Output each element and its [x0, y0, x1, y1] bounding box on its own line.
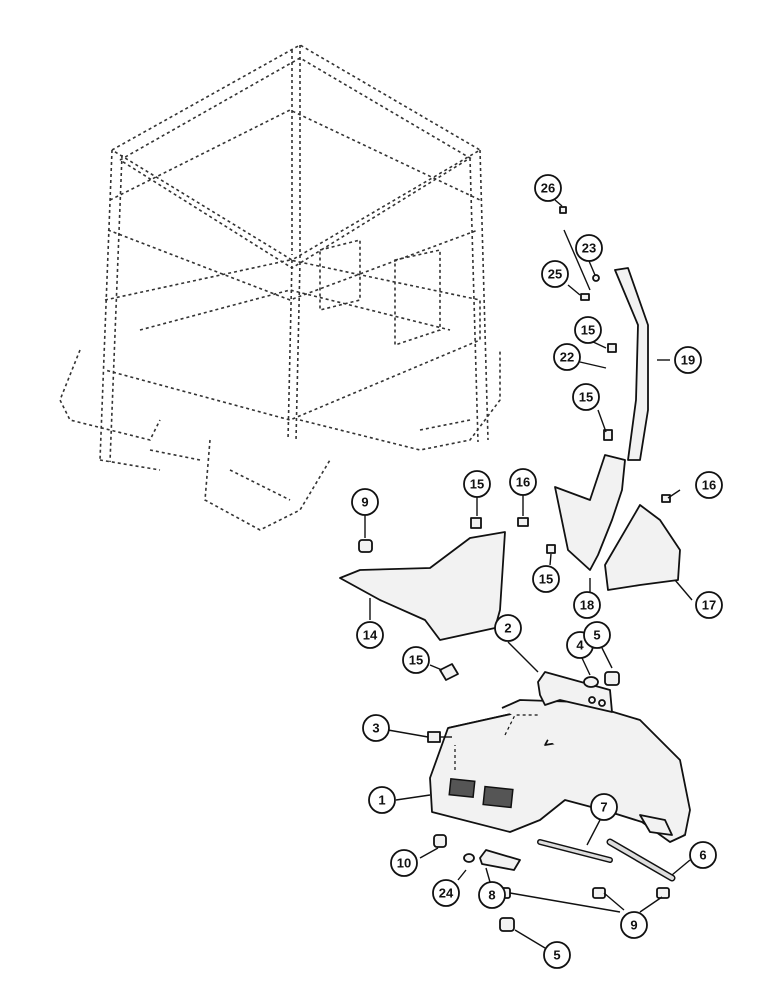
svg-text:23: 23: [582, 241, 596, 256]
callout-15-trim-bottom: 15: [532, 565, 560, 593]
nut-9-c: [656, 887, 670, 899]
step-panel-14: [339, 531, 506, 641]
clip-15-a: [607, 343, 617, 353]
callout-1: 1: [368, 786, 396, 814]
callout-8: 8: [478, 881, 506, 909]
callout-23: 23: [575, 234, 603, 262]
screw-16-panel: [517, 517, 529, 527]
callout-5-bottom: 5: [543, 941, 571, 969]
trim-19: [614, 267, 649, 461]
callout-15-trim-mid: 15: [572, 383, 600, 411]
svg-text:9: 9: [361, 495, 368, 510]
nut-5-top: [604, 671, 620, 686]
svg-text:10: 10: [397, 856, 411, 871]
clip-15-panel-a: [470, 517, 482, 529]
nut-9-b: [592, 887, 606, 899]
bolt-10: [433, 834, 447, 848]
svg-text:17: 17: [702, 598, 716, 613]
screw-16-trim: [661, 494, 671, 503]
trim-18: [554, 454, 626, 571]
fender-part: [429, 699, 691, 843]
nut-9-top: [358, 539, 373, 553]
callout-15-panel-top: 15: [463, 470, 491, 498]
callout-17: 17: [695, 591, 723, 619]
svg-text:1: 1: [378, 793, 385, 808]
svg-text:25: 25: [548, 267, 562, 282]
callout-18: 18: [573, 591, 601, 619]
clip-15-c: [546, 544, 556, 554]
callout-16-panel: 16: [509, 468, 537, 496]
callout-2: 2: [494, 614, 522, 642]
svg-text:6: 6: [699, 848, 706, 863]
svg-text:16: 16: [516, 475, 530, 490]
svg-text:22: 22: [560, 350, 574, 365]
svg-text:19: 19: [681, 353, 695, 368]
bracket-part: [537, 671, 613, 713]
svg-text:18: 18: [580, 598, 594, 613]
rod-6: [606, 838, 676, 882]
callout-16-trim: 16: [695, 471, 723, 499]
svg-text:15: 15: [579, 390, 593, 405]
svg-text:3: 3: [372, 721, 379, 736]
cab-frame-outline: [59, 44, 501, 531]
clip-15-b: [603, 429, 613, 441]
callout-6: 6: [689, 841, 717, 869]
svg-text:5: 5: [593, 628, 600, 643]
svg-text:4: 4: [576, 638, 584, 653]
rod-7: [537, 839, 613, 863]
clip-15-panel-b: [439, 663, 459, 681]
plate-8: [479, 849, 521, 871]
screw-25: [580, 293, 590, 301]
svg-text:15: 15: [539, 572, 553, 587]
callout-19: 19: [674, 346, 702, 374]
leader-lines: [364, 199, 693, 949]
washer-24: [463, 853, 475, 863]
svg-text:15: 15: [470, 477, 484, 492]
callout-25: 25: [541, 260, 569, 288]
callout-15-trim-top: 15: [574, 316, 602, 344]
callout-22: 22: [553, 343, 581, 371]
svg-text:14: 14: [363, 628, 378, 643]
callout-15-panel-bottom: 15: [402, 646, 430, 674]
callout-24: 24: [432, 879, 460, 907]
washer-23: [592, 274, 600, 282]
callout-3: 3: [362, 714, 390, 742]
svg-text:7: 7: [600, 800, 607, 815]
svg-text:9: 9: [630, 918, 637, 933]
nut-5-bottom: [499, 917, 515, 932]
callout-7: 7: [590, 793, 618, 821]
svg-text:5: 5: [553, 948, 560, 963]
screw-26: [559, 206, 567, 214]
callout-9-bottom: 9: [620, 911, 648, 939]
callout-10: 10: [390, 849, 418, 877]
callout-26: 26: [534, 174, 562, 202]
svg-text:8: 8: [488, 888, 495, 903]
svg-text:2: 2: [504, 621, 511, 636]
svg-text:15: 15: [409, 653, 423, 668]
svg-text:15: 15: [581, 323, 595, 338]
svg-text:24: 24: [439, 886, 454, 901]
callout-5-top: 5: [583, 621, 611, 649]
callout-9-top: 9: [351, 488, 379, 516]
washer-4: [583, 676, 599, 688]
trim-17: [604, 504, 681, 591]
svg-text:16: 16: [702, 478, 716, 493]
svg-text:26: 26: [541, 181, 555, 196]
callout-14: 14: [356, 621, 384, 649]
